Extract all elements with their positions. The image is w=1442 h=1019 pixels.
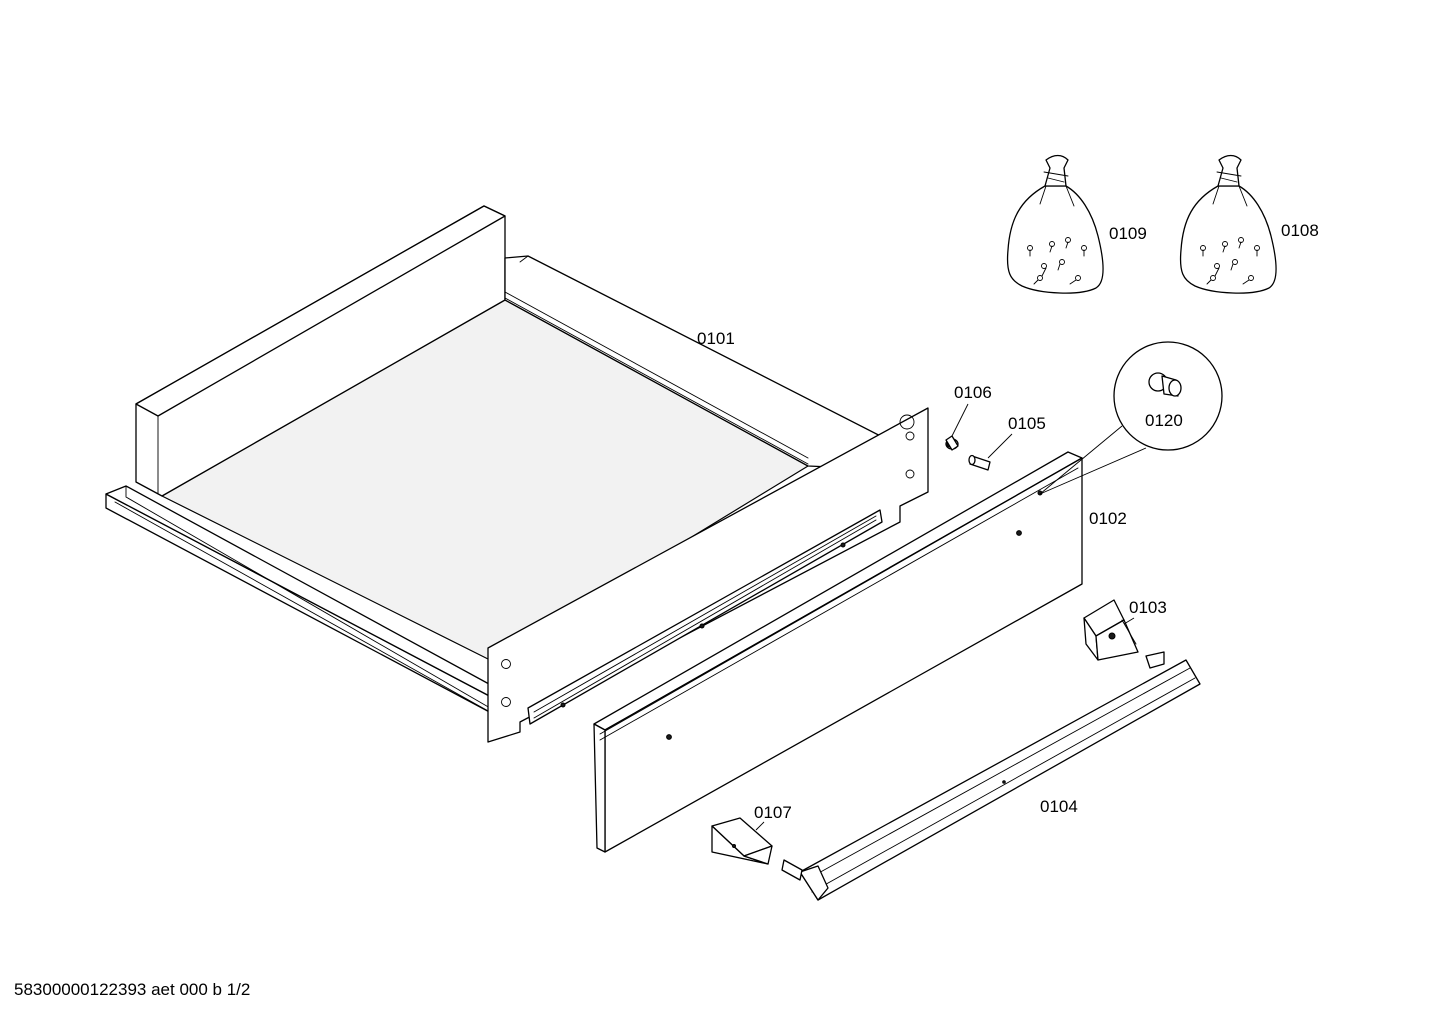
- detail-callout-0120: [1039, 341, 1223, 495]
- label-0108: 0108: [1281, 221, 1319, 240]
- label-0107: 0107: [754, 803, 792, 822]
- label-0105: 0105: [1008, 414, 1046, 433]
- handle-bracket-right: [1083, 599, 1139, 661]
- screw-0106-part: [945, 435, 959, 451]
- drawer-body: [105, 205, 929, 743]
- label-0102: 0102: [1089, 509, 1127, 528]
- front-panel: [593, 451, 1083, 853]
- drawing-code: 58300000122393 aet 000 b 1/2: [14, 980, 251, 999]
- handle-bar: [781, 651, 1201, 901]
- screw-bag-0109: [1006, 154, 1104, 294]
- leader-lines: [755, 403, 1135, 831]
- label-0120: 0120: [1145, 411, 1183, 430]
- label-0103: 0103: [1129, 598, 1167, 617]
- label-0104: 0104: [1040, 797, 1078, 816]
- screw-bag-0108: [1179, 154, 1277, 294]
- label-0106: 0106: [954, 383, 992, 402]
- label-0101: 0101: [697, 329, 735, 348]
- handle-bracket-left: [711, 817, 773, 865]
- pin-0105-part: [968, 454, 991, 471]
- label-0109: 0109: [1109, 224, 1147, 243]
